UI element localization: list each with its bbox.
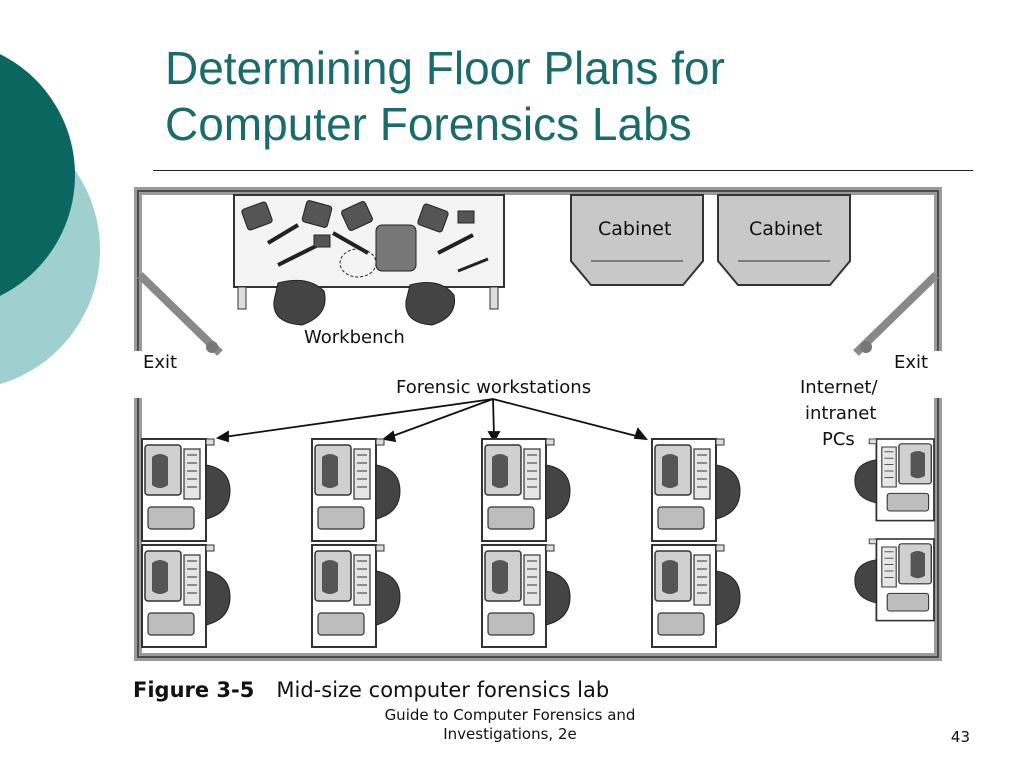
figure-caption-text: Mid-size computer forensics lab (276, 678, 610, 702)
internet-pc-bottom (853, 538, 935, 622)
slide-number: 43 (950, 728, 970, 746)
cabinet-left (570, 194, 704, 286)
exit-left-label: Exit (143, 352, 177, 373)
workstation-3-top (481, 438, 571, 542)
right-exit-door (853, 272, 939, 356)
workstation-2-top (311, 438, 401, 542)
workstation-4-top (651, 438, 741, 542)
bottom-wall-inner (137, 398, 939, 658)
workbench-chair-2 (405, 282, 456, 326)
internet-pcs-label-line3: PCs (822, 429, 855, 450)
workstation-1-bottom (141, 544, 231, 648)
cabinet-right-label: Cabinet (749, 218, 822, 240)
cabinet-right (717, 194, 851, 286)
left-door-hinge (206, 341, 218, 353)
cabinet-left-label: Cabinet (598, 218, 671, 240)
workstation-4-bottom (651, 544, 741, 648)
workstation-2-bottom (311, 544, 401, 648)
top-wall-inner (137, 190, 939, 351)
floor-plan-diagram: Workbench Cabinet Cabinet Exit Exit Fore… (134, 187, 942, 661)
internet-pc-top (853, 438, 935, 522)
workbench-label: Workbench (304, 327, 405, 348)
slide-title: Determining Floor Plans for Computer For… (165, 40, 985, 152)
title-line-1: Determining Floor Plans for (165, 42, 725, 94)
footer-line-1: Guide to Computer Forensics and (384, 706, 636, 724)
figure-caption: Figure 3-5 Mid-size computer forensics la… (133, 678, 609, 702)
title-line-2: Computer Forensics Labs (165, 98, 692, 150)
right-door-hinge (860, 341, 872, 353)
decorative-circles (0, 54, 100, 385)
internet-pcs-label-line2: intranet (805, 403, 876, 424)
title-divider (153, 170, 973, 171)
workbench-chair-1 (273, 279, 326, 326)
exit-right-label: Exit (894, 352, 928, 373)
workstation-3-bottom (481, 544, 571, 648)
left-exit-door (137, 272, 223, 356)
slide-footer: Guide to Computer Forensics and Investig… (330, 706, 690, 744)
dark-teal-circle (0, 54, 75, 296)
workbench-leg-right (489, 286, 499, 310)
footer-line-2: Investigations, 2e (443, 725, 577, 743)
workstation-arrows (215, 398, 649, 443)
workbench-leg-left (237, 286, 247, 310)
internet-pcs-label-line1: Internet/ (800, 377, 878, 398)
workstation-1-top (141, 438, 231, 542)
figure-number: Figure 3-5 (133, 678, 255, 702)
workbench-tools (241, 200, 489, 278)
forensic-workstations-label: Forensic workstations (396, 377, 591, 398)
